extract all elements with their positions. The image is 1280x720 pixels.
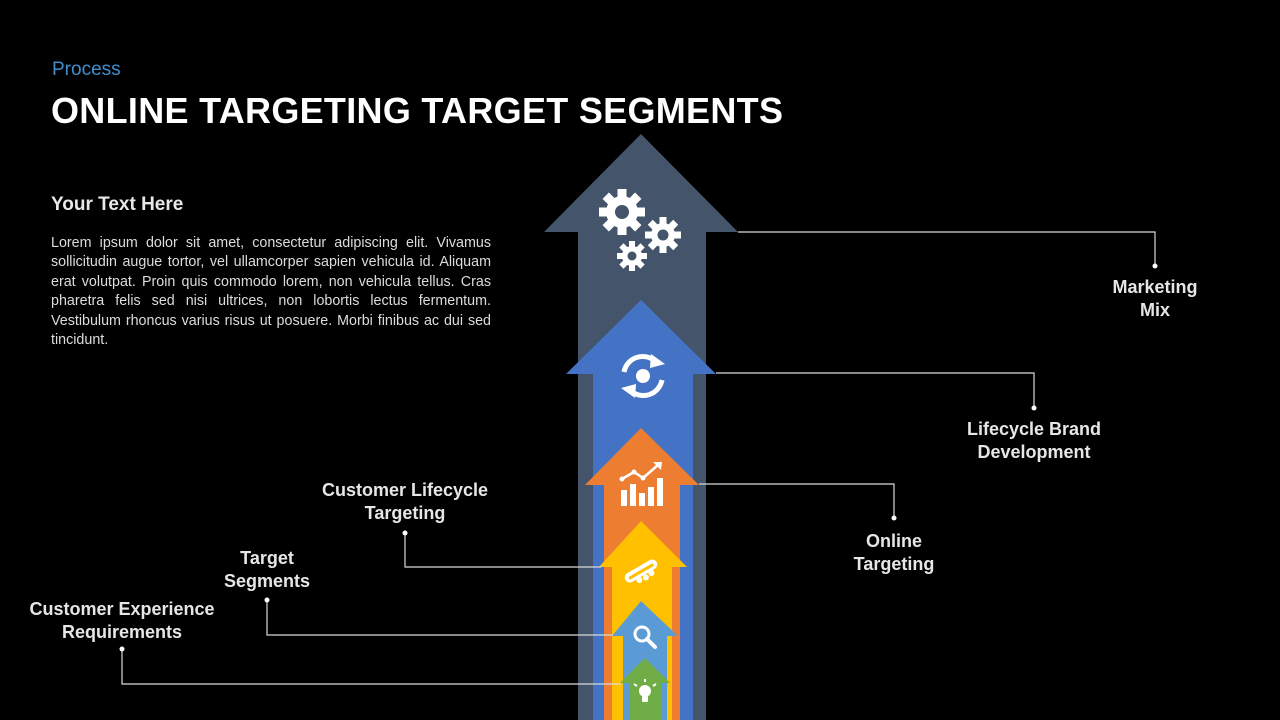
search-icon bbox=[633, 625, 657, 649]
label-marketing-mix: Marketing Mix bbox=[1085, 276, 1225, 322]
connector-online-targeting bbox=[699, 483, 895, 518]
label-line: Targeting bbox=[853, 554, 935, 574]
label-target-segments: Target Segments bbox=[197, 547, 337, 593]
text-heading: Your Text Here bbox=[51, 194, 184, 215]
connector-dot bbox=[891, 515, 897, 521]
label-line: Targeting bbox=[364, 503, 446, 523]
gears-icon bbox=[599, 189, 681, 271]
connector-marketing-mix bbox=[738, 231, 1156, 266]
label-line: Online bbox=[865, 531, 922, 551]
label-line: Customer Experience bbox=[29, 599, 215, 619]
label-line: Segments bbox=[223, 571, 311, 591]
connector-dot bbox=[119, 646, 125, 652]
handshake-icon bbox=[624, 559, 658, 584]
connector-customer-lifecycle-targeting bbox=[404, 533, 601, 568]
connector-dot bbox=[402, 530, 408, 536]
connector-dot bbox=[1152, 263, 1158, 269]
connector-dot bbox=[264, 597, 270, 603]
slide-title: ONLINE TARGETING TARGET SEGMENTS bbox=[51, 90, 784, 131]
connector-lifecycle-brand-development bbox=[716, 372, 1035, 408]
section-subtitle: Process bbox=[52, 59, 121, 80]
label-line: Marketing bbox=[1112, 277, 1198, 297]
label-customer-experience-requirements: Customer Experience Requirements bbox=[12, 598, 232, 644]
label-line: Development bbox=[977, 442, 1091, 462]
label-customer-lifecycle-targeting: Customer Lifecycle Targeting bbox=[300, 479, 510, 525]
cycle-icon bbox=[621, 353, 665, 399]
label-online-targeting: Online Targeting bbox=[824, 530, 964, 576]
lightbulb-icon bbox=[633, 679, 657, 702]
label-line: Requirements bbox=[61, 622, 183, 642]
label-line: Target bbox=[240, 548, 294, 568]
connector-target-segments bbox=[266, 600, 613, 636]
label-line: Lifecycle Brand bbox=[966, 419, 1102, 439]
label-line: Mix bbox=[1139, 300, 1170, 320]
label-lifecycle-brand-development: Lifecycle Brand Development bbox=[944, 418, 1124, 464]
connector-dot bbox=[1031, 405, 1037, 411]
connector-customer-experience-requirements bbox=[121, 649, 621, 685]
label-line: Customer Lifecycle bbox=[321, 480, 489, 500]
text-body: Lorem ipsum dolor sit amet, consectetur … bbox=[51, 235, 491, 349]
chart-icon bbox=[619, 462, 663, 506]
